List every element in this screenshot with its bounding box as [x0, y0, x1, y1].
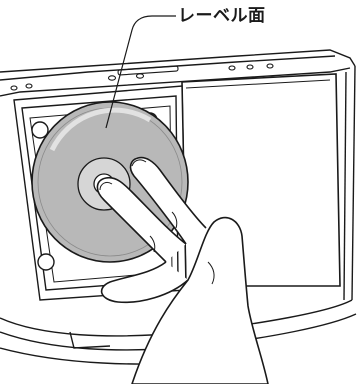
label-side-callout: レーベル面 — [178, 5, 266, 27]
